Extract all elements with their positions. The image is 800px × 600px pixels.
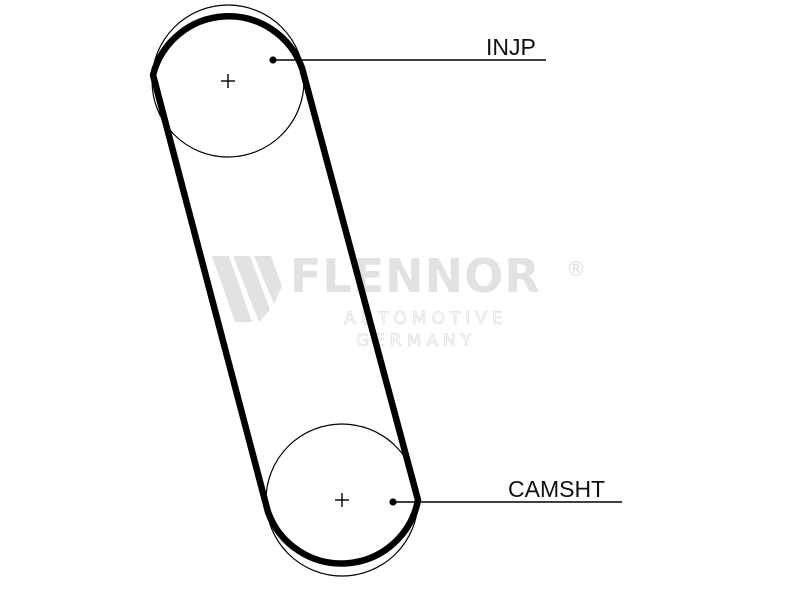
watermark-line1: AUTOMOTIVE [344, 309, 508, 329]
bottom-leader-dot-icon [389, 498, 397, 506]
top-pulley-label: INJP [486, 34, 536, 60]
top-pulley-center-icon [221, 74, 235, 88]
bottom-pulley-label: CAMSHT [508, 476, 605, 502]
bottom-leader [389, 498, 622, 506]
timing-belt [149, 13, 422, 567]
top-leader-dot-icon [269, 56, 277, 64]
watermark-emblem-icon [212, 256, 282, 322]
bottom-pulley-center-icon [335, 493, 349, 507]
watermark-logo: FLENNOR ® AUTOMOTIVE GERMANY [212, 249, 586, 351]
watermark-line2: GERMANY [356, 331, 476, 351]
watermark-brand: FLENNOR [290, 249, 541, 303]
top-leader [269, 56, 546, 64]
watermark-registered-mark: ® [566, 257, 586, 281]
